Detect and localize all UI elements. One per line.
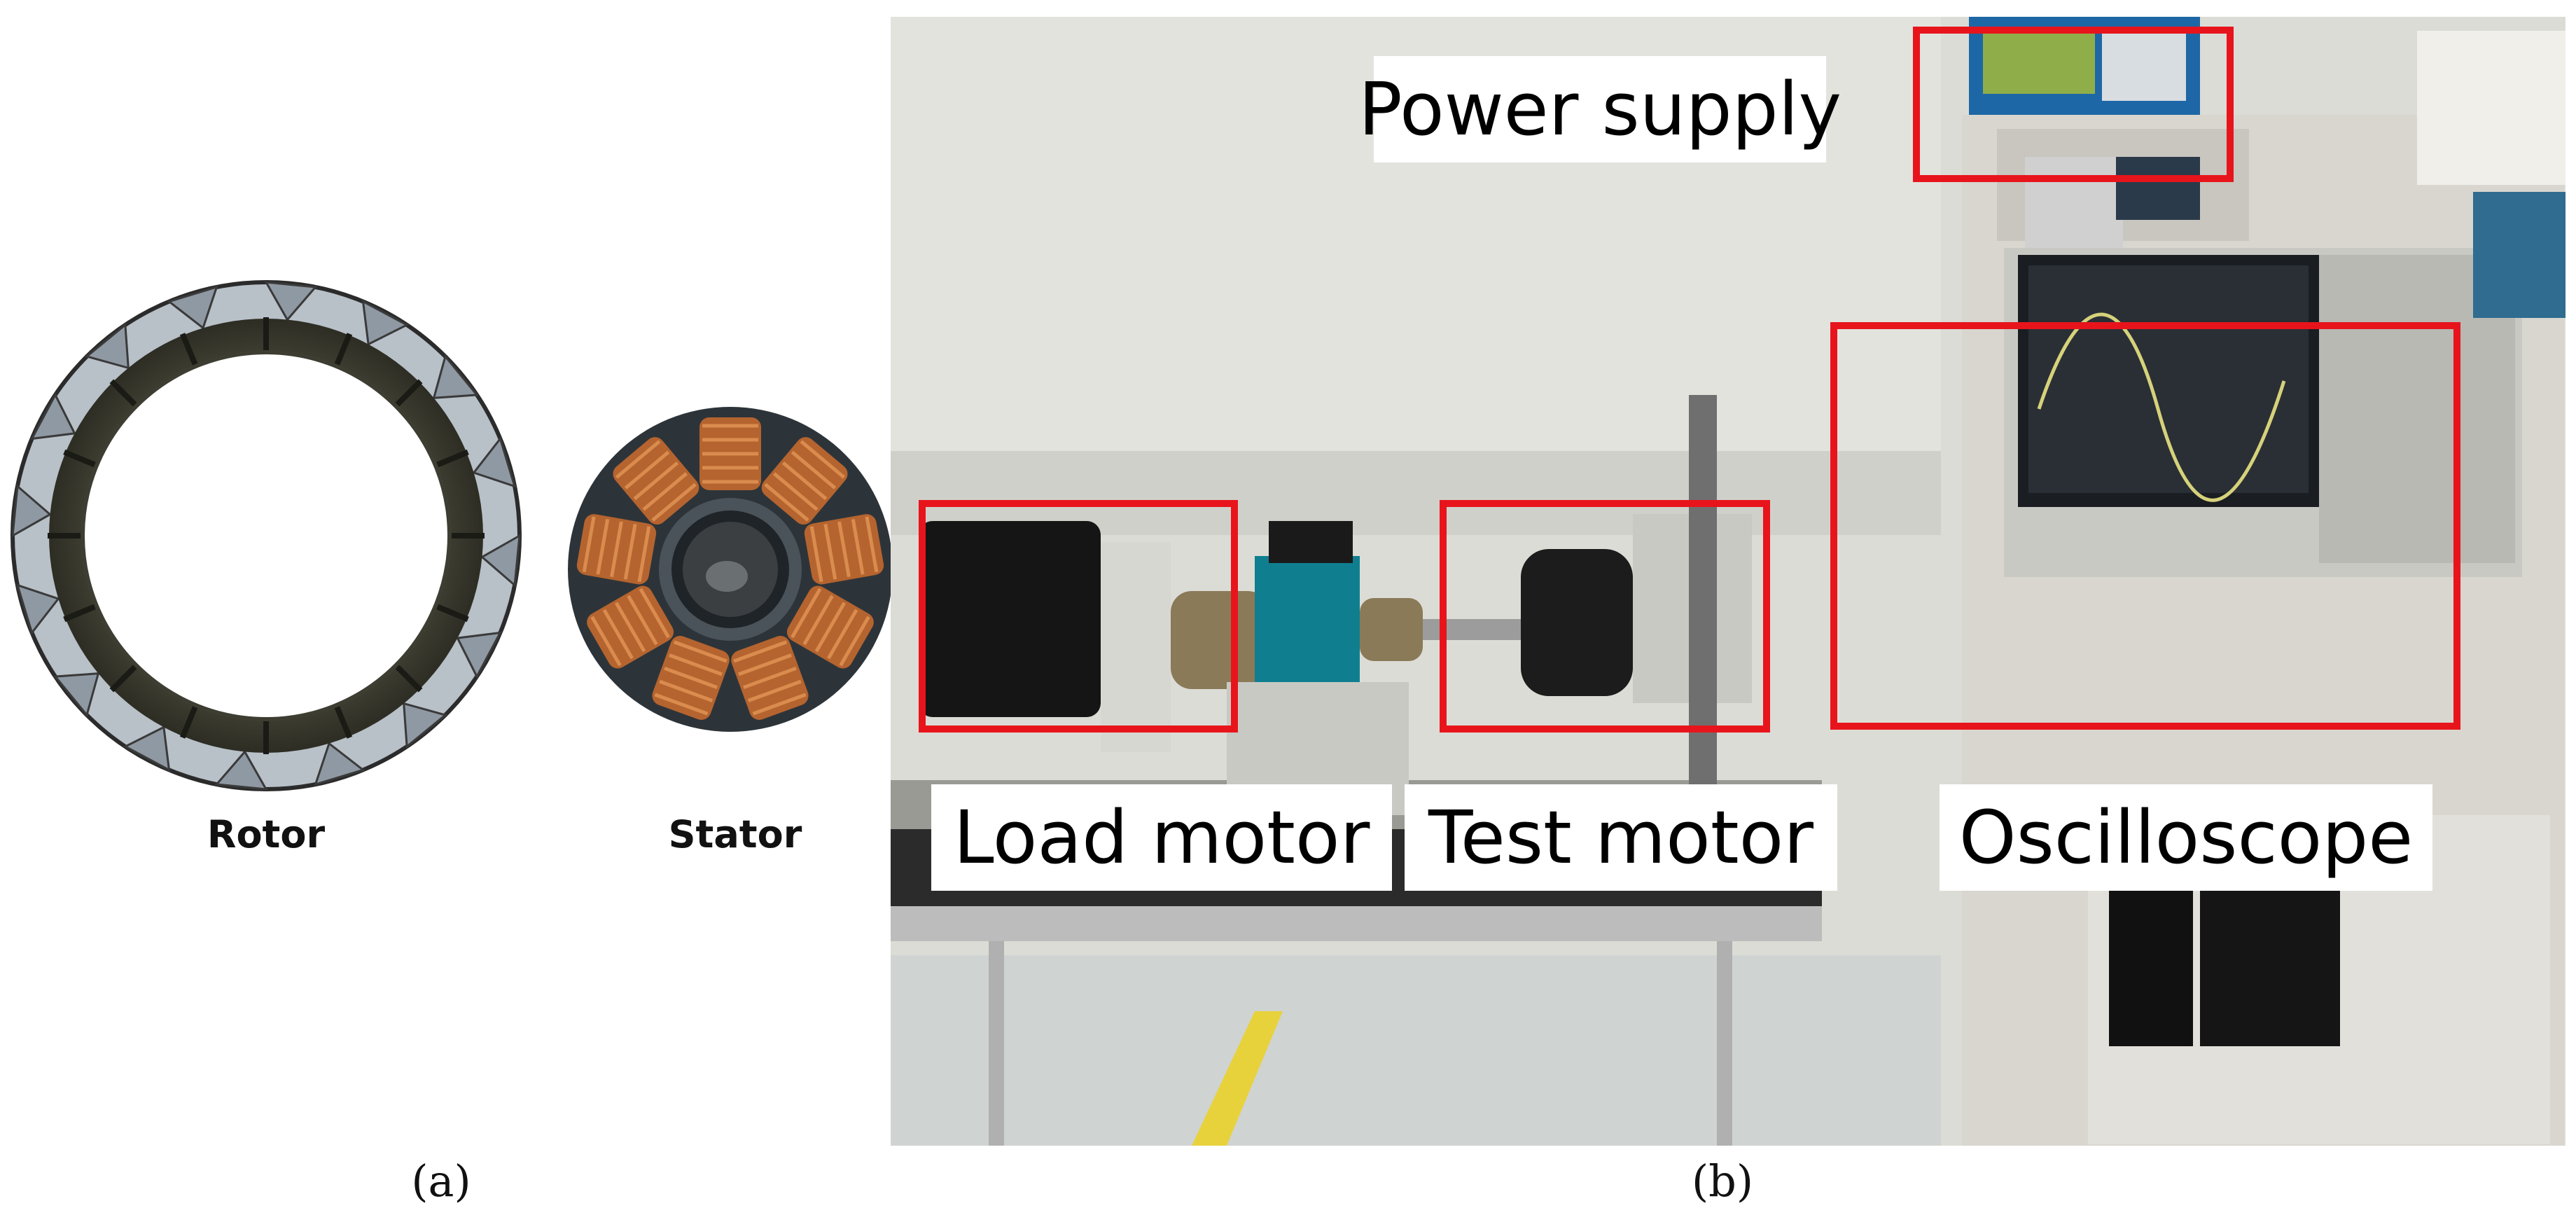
test-motor-label: Test motor bbox=[1405, 784, 1837, 891]
load-motor-label: Load motor bbox=[931, 784, 1392, 891]
caption-b: (b) bbox=[1691, 1155, 1754, 1207]
caption-a: (a) bbox=[411, 1155, 471, 1207]
power-supply-label: Power supply bbox=[1358, 56, 1842, 162]
load-motor-highlight bbox=[919, 500, 1238, 732]
oscilloscope-label: Oscilloscope bbox=[1940, 784, 2432, 891]
rotor-image bbox=[11, 280, 522, 791]
rotor-label: Rotor bbox=[207, 812, 326, 856]
power-supply-highlight bbox=[1913, 27, 2234, 182]
oscilloscope-highlight bbox=[1830, 322, 2460, 730]
stator-label: Stator bbox=[668, 812, 802, 856]
panel-a: Rotor Stator (a) bbox=[0, 0, 893, 1222]
test-motor-highlight bbox=[1440, 500, 1770, 732]
panel-b: Power supply Load motor Test motor Oscil… bbox=[891, 17, 2565, 1146]
stator-image bbox=[568, 407, 893, 732]
